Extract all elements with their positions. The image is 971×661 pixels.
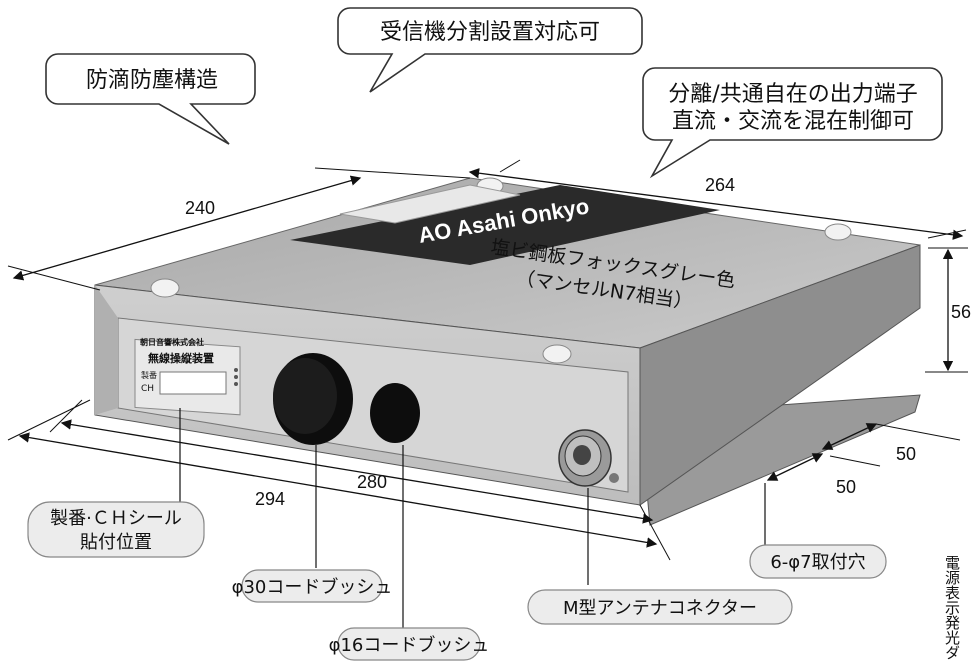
dim-50-a-label: 50	[896, 444, 916, 464]
dimension-264: 264	[468, 159, 967, 240]
bubble-dustproof: 防滴防塵構造	[45, 53, 256, 145]
bubble-output-line1: 分離/共通自在の出力端子	[668, 82, 917, 107]
bubble-dustproof-text: 防滴防塵構造	[86, 68, 218, 93]
name-plate: 朝日音響株式会社 無線操縦装置 製番 CH	[134, 337, 241, 416]
callout-bush30: φ30コードブッシュ	[232, 569, 393, 603]
product-name: 無線操縦装置	[148, 351, 214, 365]
bubble-split-install: 受信機分割設置対応可	[337, 7, 643, 93]
dim-240-label: 240	[185, 198, 215, 218]
dimension-56: 56	[925, 247, 971, 373]
callout-power-led-text: 電源表示発光ダイ	[943, 555, 961, 661]
bubble-output-line2: 直流・交流を混在制御可	[672, 109, 914, 134]
dimension-294: 294	[7, 399, 671, 561]
serial-short-label: 製番	[141, 370, 157, 380]
maker-name: 朝日音響株式会社	[140, 337, 204, 347]
dim-50-b-label: 50	[836, 477, 856, 497]
dimension-50-a: 50	[821, 423, 961, 464]
bubble-split-install-text: 受信機分割設置対応可	[380, 20, 600, 45]
dimension-50-b: 50	[766, 453, 881, 497]
dim-280-label: 280	[357, 472, 387, 492]
callout-serial: 製番·ＣＨシール 貼付位置	[27, 501, 205, 558]
callout-mount-holes: 6-φ7取付穴	[749, 544, 887, 579]
callout-connector: M型アンテナコネクター	[527, 589, 793, 625]
dimension-240: 240	[7, 167, 471, 291]
callout-serial-line2: 貼付位置	[80, 532, 152, 553]
bush-30	[273, 353, 353, 445]
callout-serial-line1: 製番·ＣＨシール	[50, 508, 182, 529]
ch-short-label: CH	[141, 384, 154, 394]
dim-264-label: 264	[705, 175, 735, 195]
callout-bush16-text: φ16コードブッシュ	[329, 634, 490, 656]
callout-power-led: 電源表示発光ダイ	[943, 555, 961, 661]
callout-mount-holes-text: 6-φ7取付穴	[770, 552, 865, 573]
leader-lines	[179, 408, 766, 628]
callout-bush16: φ16コードブッシュ	[329, 627, 490, 661]
dim-294-label: 294	[255, 489, 285, 509]
callout-connector-text: M型アンテナコネクター	[563, 598, 757, 619]
bubble-output-terminal: 分離/共通自在の出力端子 直流・交流を混在制御可	[642, 67, 943, 179]
dim-56-label: 56	[951, 302, 971, 322]
bush-16	[370, 383, 420, 443]
callout-bush30-text: φ30コードブッシュ	[232, 576, 393, 598]
